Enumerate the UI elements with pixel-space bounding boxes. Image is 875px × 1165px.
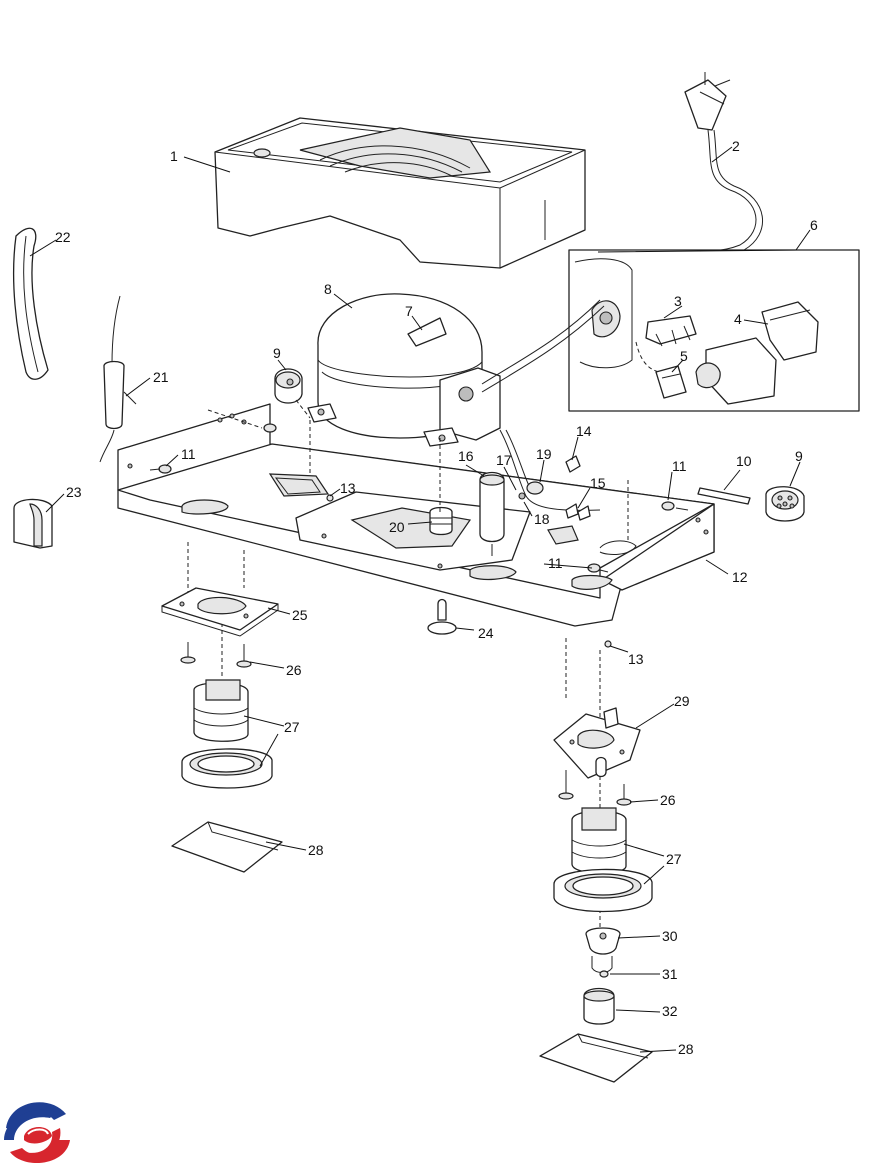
part-bracket-29 bbox=[553, 707, 641, 779]
callout-9-right: 9 bbox=[795, 448, 803, 464]
part-grommet-20 bbox=[429, 506, 453, 536]
callout-5: 5 bbox=[680, 348, 688, 364]
part-tube-assembly bbox=[499, 429, 601, 521]
part-valve-30 bbox=[585, 927, 621, 973]
part-hose bbox=[12, 227, 49, 380]
callout-labels: 1 2 3 4 5 6 7 8 9 9 10 11 11 11 12 13 13… bbox=[55, 138, 818, 1057]
part-bracket-plate-25 bbox=[161, 587, 279, 637]
inset-starter-kit bbox=[568, 249, 860, 412]
callout-1: 1 bbox=[170, 148, 178, 164]
callout-26-right: 26 bbox=[660, 792, 676, 808]
callout-2: 2 bbox=[732, 138, 740, 154]
part-grommet-left bbox=[274, 368, 311, 419]
callout-3: 3 bbox=[674, 293, 682, 309]
part-compressor bbox=[307, 293, 605, 447]
callout-14: 14 bbox=[576, 423, 592, 439]
callout-27-left: 27 bbox=[284, 719, 300, 735]
callout-12: 12 bbox=[732, 569, 748, 585]
callout-32: 32 bbox=[662, 1003, 678, 1019]
callout-15: 15 bbox=[590, 475, 606, 491]
callout-24: 24 bbox=[478, 625, 494, 641]
callout-6: 6 bbox=[810, 217, 818, 233]
callout-13-top: 13 bbox=[340, 480, 356, 496]
part-screws-26-right bbox=[558, 770, 632, 806]
part-sleeve-rod bbox=[697, 487, 751, 505]
callout-18: 18 bbox=[534, 511, 550, 527]
callout-26-left: 26 bbox=[286, 662, 302, 678]
callout-28-left: 28 bbox=[308, 842, 324, 858]
callout-29: 29 bbox=[674, 693, 690, 709]
callout-11-right: 11 bbox=[672, 458, 687, 474]
callout-13-bottom: 13 bbox=[628, 651, 644, 667]
part-washers-13 bbox=[326, 494, 612, 648]
part-castor-27-left bbox=[181, 679, 273, 789]
part-top-tray bbox=[214, 117, 586, 269]
callout-20: 20 bbox=[389, 519, 405, 535]
callout-11-left: 11 bbox=[181, 446, 196, 462]
leader-lines bbox=[29, 146, 811, 1053]
callout-4: 4 bbox=[734, 311, 742, 327]
callout-9-left: 9 bbox=[273, 345, 281, 361]
callout-11-bottom: 11 bbox=[548, 555, 563, 571]
part-screws-26-left bbox=[180, 642, 252, 668]
callout-16: 16 bbox=[458, 448, 474, 464]
part-grommet-right bbox=[765, 486, 805, 522]
callout-8: 8 bbox=[324, 281, 332, 297]
callout-17: 17 bbox=[496, 452, 512, 468]
callout-23: 23 bbox=[66, 484, 82, 500]
callout-31: 31 bbox=[662, 966, 678, 982]
part-filter-dryer bbox=[479, 471, 505, 556]
part-foot-24 bbox=[427, 598, 457, 635]
callout-10: 10 bbox=[736, 453, 752, 469]
part-power-cord bbox=[671, 72, 764, 258]
callout-28-right: 28 bbox=[678, 1041, 694, 1057]
part-gasket-28-right bbox=[539, 1033, 653, 1083]
part-clip-23 bbox=[13, 498, 53, 549]
callout-7: 7 bbox=[405, 303, 413, 319]
brand-logo bbox=[4, 1102, 70, 1164]
callout-25: 25 bbox=[292, 607, 308, 623]
callout-22: 22 bbox=[55, 229, 71, 245]
callout-27-right: 27 bbox=[666, 851, 682, 867]
part-castor-27-right bbox=[553, 807, 653, 913]
part-thermostat-sensor bbox=[99, 295, 137, 463]
part-gasket-28-left bbox=[171, 821, 283, 873]
callout-21: 21 bbox=[153, 369, 169, 385]
part-cap-32 bbox=[583, 987, 615, 1025]
part-screws-11 bbox=[149, 423, 689, 573]
callout-19: 19 bbox=[536, 446, 552, 462]
part-screw-31 bbox=[599, 970, 609, 978]
callout-30: 30 bbox=[662, 928, 678, 944]
